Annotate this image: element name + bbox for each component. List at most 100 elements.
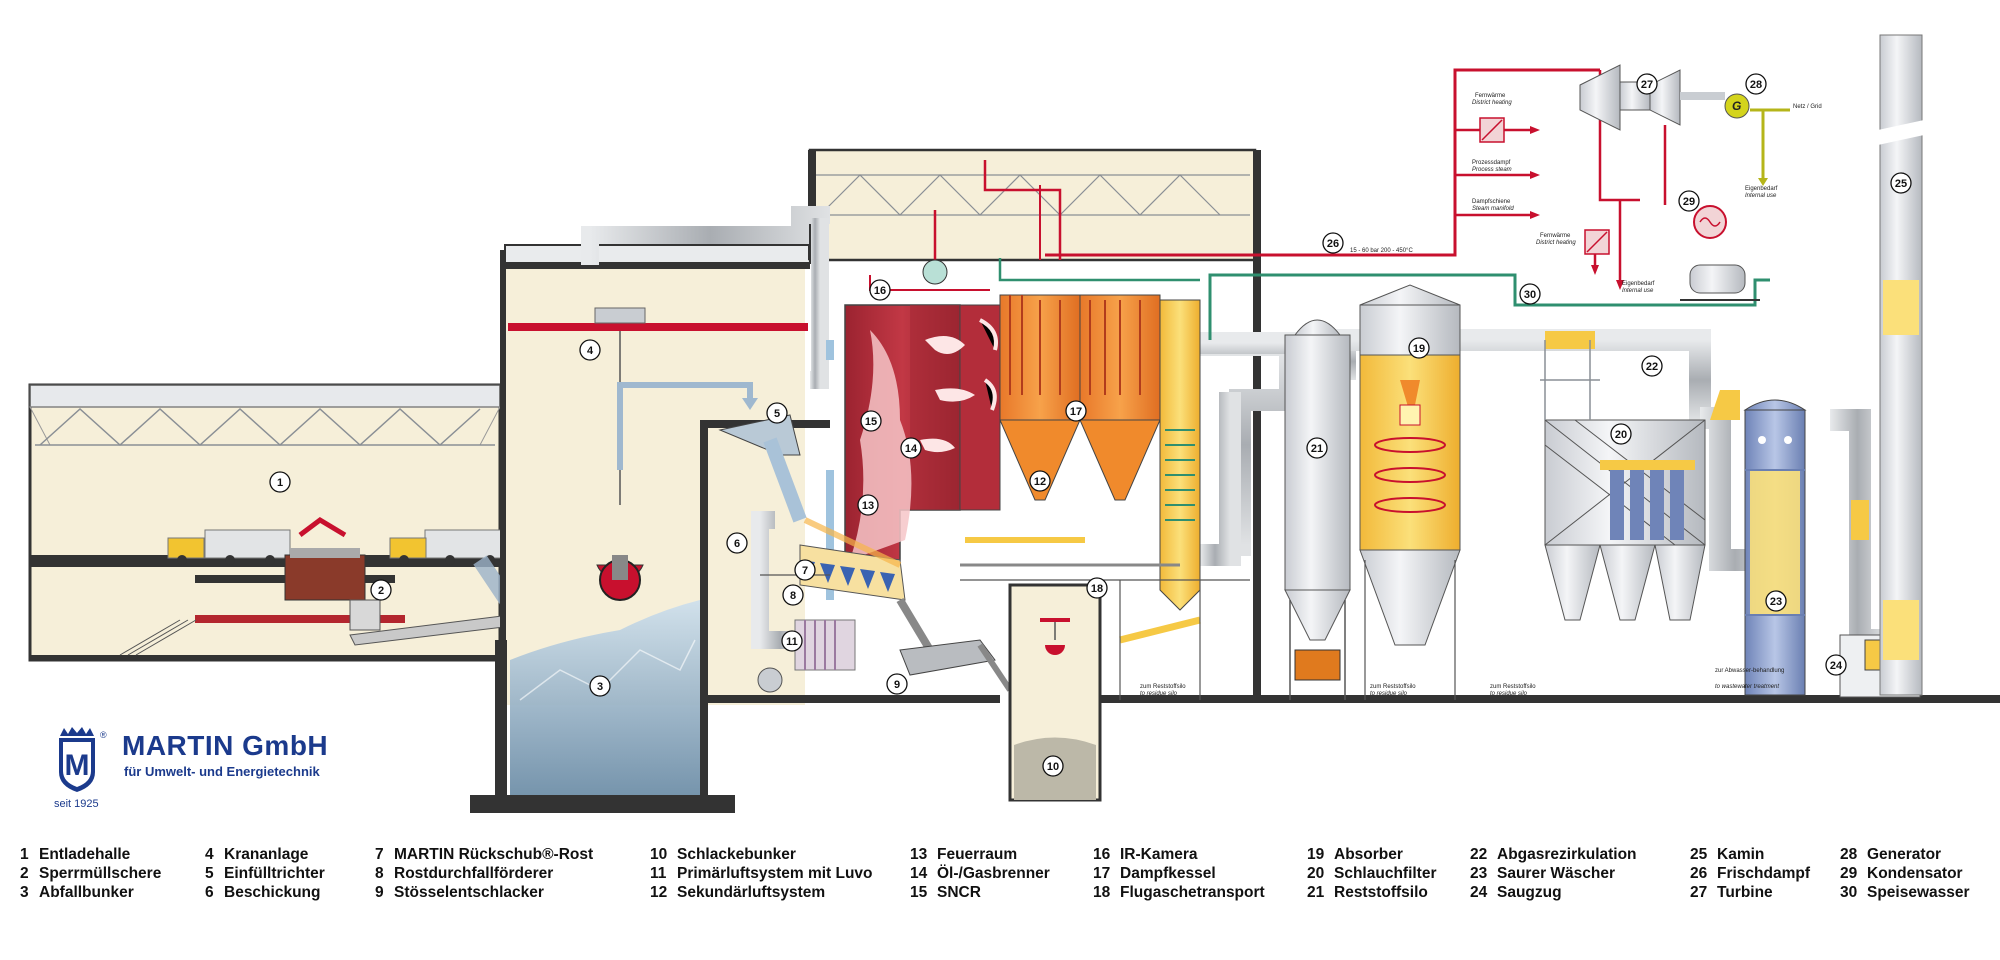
callout-circle (589, 675, 611, 697)
svg-text:to wastewater treatment: to wastewater treatment (1715, 684, 1779, 690)
legend-number: 16 (1093, 846, 1111, 863)
legend-number: 13 (910, 846, 928, 863)
legend-number: 12 (650, 884, 668, 901)
callout-circle (794, 559, 816, 581)
callout-circle (781, 630, 803, 652)
legend-number: 11 (650, 865, 667, 882)
legend-label: MARTIN Rückschub®-Rost (394, 846, 594, 863)
callout-12: 12 (1029, 470, 1051, 492)
callout-circle (1636, 73, 1658, 95)
callout-circle (269, 471, 291, 493)
feedwater-line (998, 258, 1770, 340)
legend-label: Abfallbunker (39, 884, 134, 901)
callout-18: 18 (1086, 577, 1108, 599)
legend-number: 17 (1093, 865, 1111, 882)
callout-15: 15 (860, 410, 882, 432)
legend-number: 5 (205, 865, 214, 882)
svg-text:Dampfschiene: Dampfschiene (1472, 199, 1511, 205)
callout-circle (1322, 232, 1344, 254)
callout-circle (886, 673, 908, 695)
callout-number: 6 (734, 538, 740, 550)
callout-circle (726, 532, 748, 554)
callout-circle (766, 402, 788, 424)
legend-number: 22 (1470, 846, 1488, 863)
svg-text:Internal use: Internal use (1622, 288, 1654, 294)
svg-text:Fernwärme: Fernwärme (1475, 93, 1506, 99)
legend-item: 20 Schlauchfilter (1307, 864, 1437, 883)
callout-circle (1678, 190, 1700, 212)
turbine (1579, 64, 1725, 131)
legend-number: 10 (650, 846, 668, 863)
callout-8: 8 (782, 584, 804, 606)
callout-number: 12 (1034, 476, 1046, 488)
callout-number: 24 (1830, 660, 1843, 672)
callout-number: 20 (1615, 429, 1627, 441)
callout-number: 1 (277, 477, 283, 489)
legend-number: 18 (1093, 884, 1111, 901)
callout-circle (1825, 654, 1847, 676)
callout-5: 5 (766, 402, 788, 424)
legend-number: 2 (20, 865, 29, 882)
legend-label: Schlauchfilter (1334, 865, 1437, 882)
legend-label: Saurer Wäscher (1497, 865, 1616, 882)
callout-circle (1029, 470, 1051, 492)
callout-20: 20 (1610, 423, 1632, 445)
callout-number: 16 (874, 285, 886, 297)
callout-circle (860, 410, 882, 432)
callout-number: 2 (378, 585, 384, 597)
callout-number: 3 (597, 681, 603, 693)
callout-circle (1745, 73, 1767, 95)
callout-1: 1 (269, 471, 291, 493)
callout-circle (1610, 423, 1632, 445)
svg-text:to residue silo: to residue silo (1490, 691, 1528, 697)
callout-number: 4 (587, 345, 594, 357)
district-heating-exchanger-icon (1479, 117, 1610, 255)
callout-16: 16 (869, 279, 891, 301)
callout-6: 6 (726, 532, 748, 554)
callout-number: 11 (786, 636, 798, 648)
svg-text:Eigenbedarf: Eigenbedarf (1745, 186, 1778, 192)
callout-11: 11 (781, 630, 803, 652)
legend-label: SNCR (937, 884, 981, 901)
callout-21: 21 (1306, 437, 1328, 459)
unloading-hall (28, 383, 527, 662)
company-name: MARTIN GmbH (122, 730, 329, 761)
callout-circle (1042, 755, 1064, 777)
company-logo: M ® MARTIN GmbH für Umwelt- und Energiet… (52, 722, 452, 812)
legend-label: Kondensator (1867, 865, 1963, 882)
svg-text:Internal use: Internal use (1745, 193, 1777, 199)
bulky-waste-shear-icon (284, 516, 381, 631)
callout-number: 15 (865, 416, 877, 428)
callout-number: 30 (1524, 289, 1536, 301)
legend-number: 21 (1307, 884, 1325, 901)
callout-26: 26 (1322, 232, 1344, 254)
legend-number: 8 (375, 865, 384, 882)
callout-25: 25 (1890, 172, 1912, 194)
callout-2: 2 (370, 579, 392, 601)
numbered-callouts: 1234567891011121314151617181920212223242… (269, 73, 1912, 777)
svg-text:District heating: District heating (1536, 240, 1576, 246)
legend-number: 27 (1690, 884, 1708, 901)
boiler-house (700, 148, 2000, 703)
legend-label: IR-Kamera (1120, 846, 1198, 863)
power-line (1750, 108, 1790, 186)
svg-text:Fernwärme: Fernwärme (1540, 233, 1571, 239)
legend-label: Kamin (1717, 846, 1765, 863)
legend-number: 20 (1307, 865, 1325, 882)
residue-silo (1284, 319, 1351, 700)
callout-number: 26 (1327, 238, 1339, 250)
